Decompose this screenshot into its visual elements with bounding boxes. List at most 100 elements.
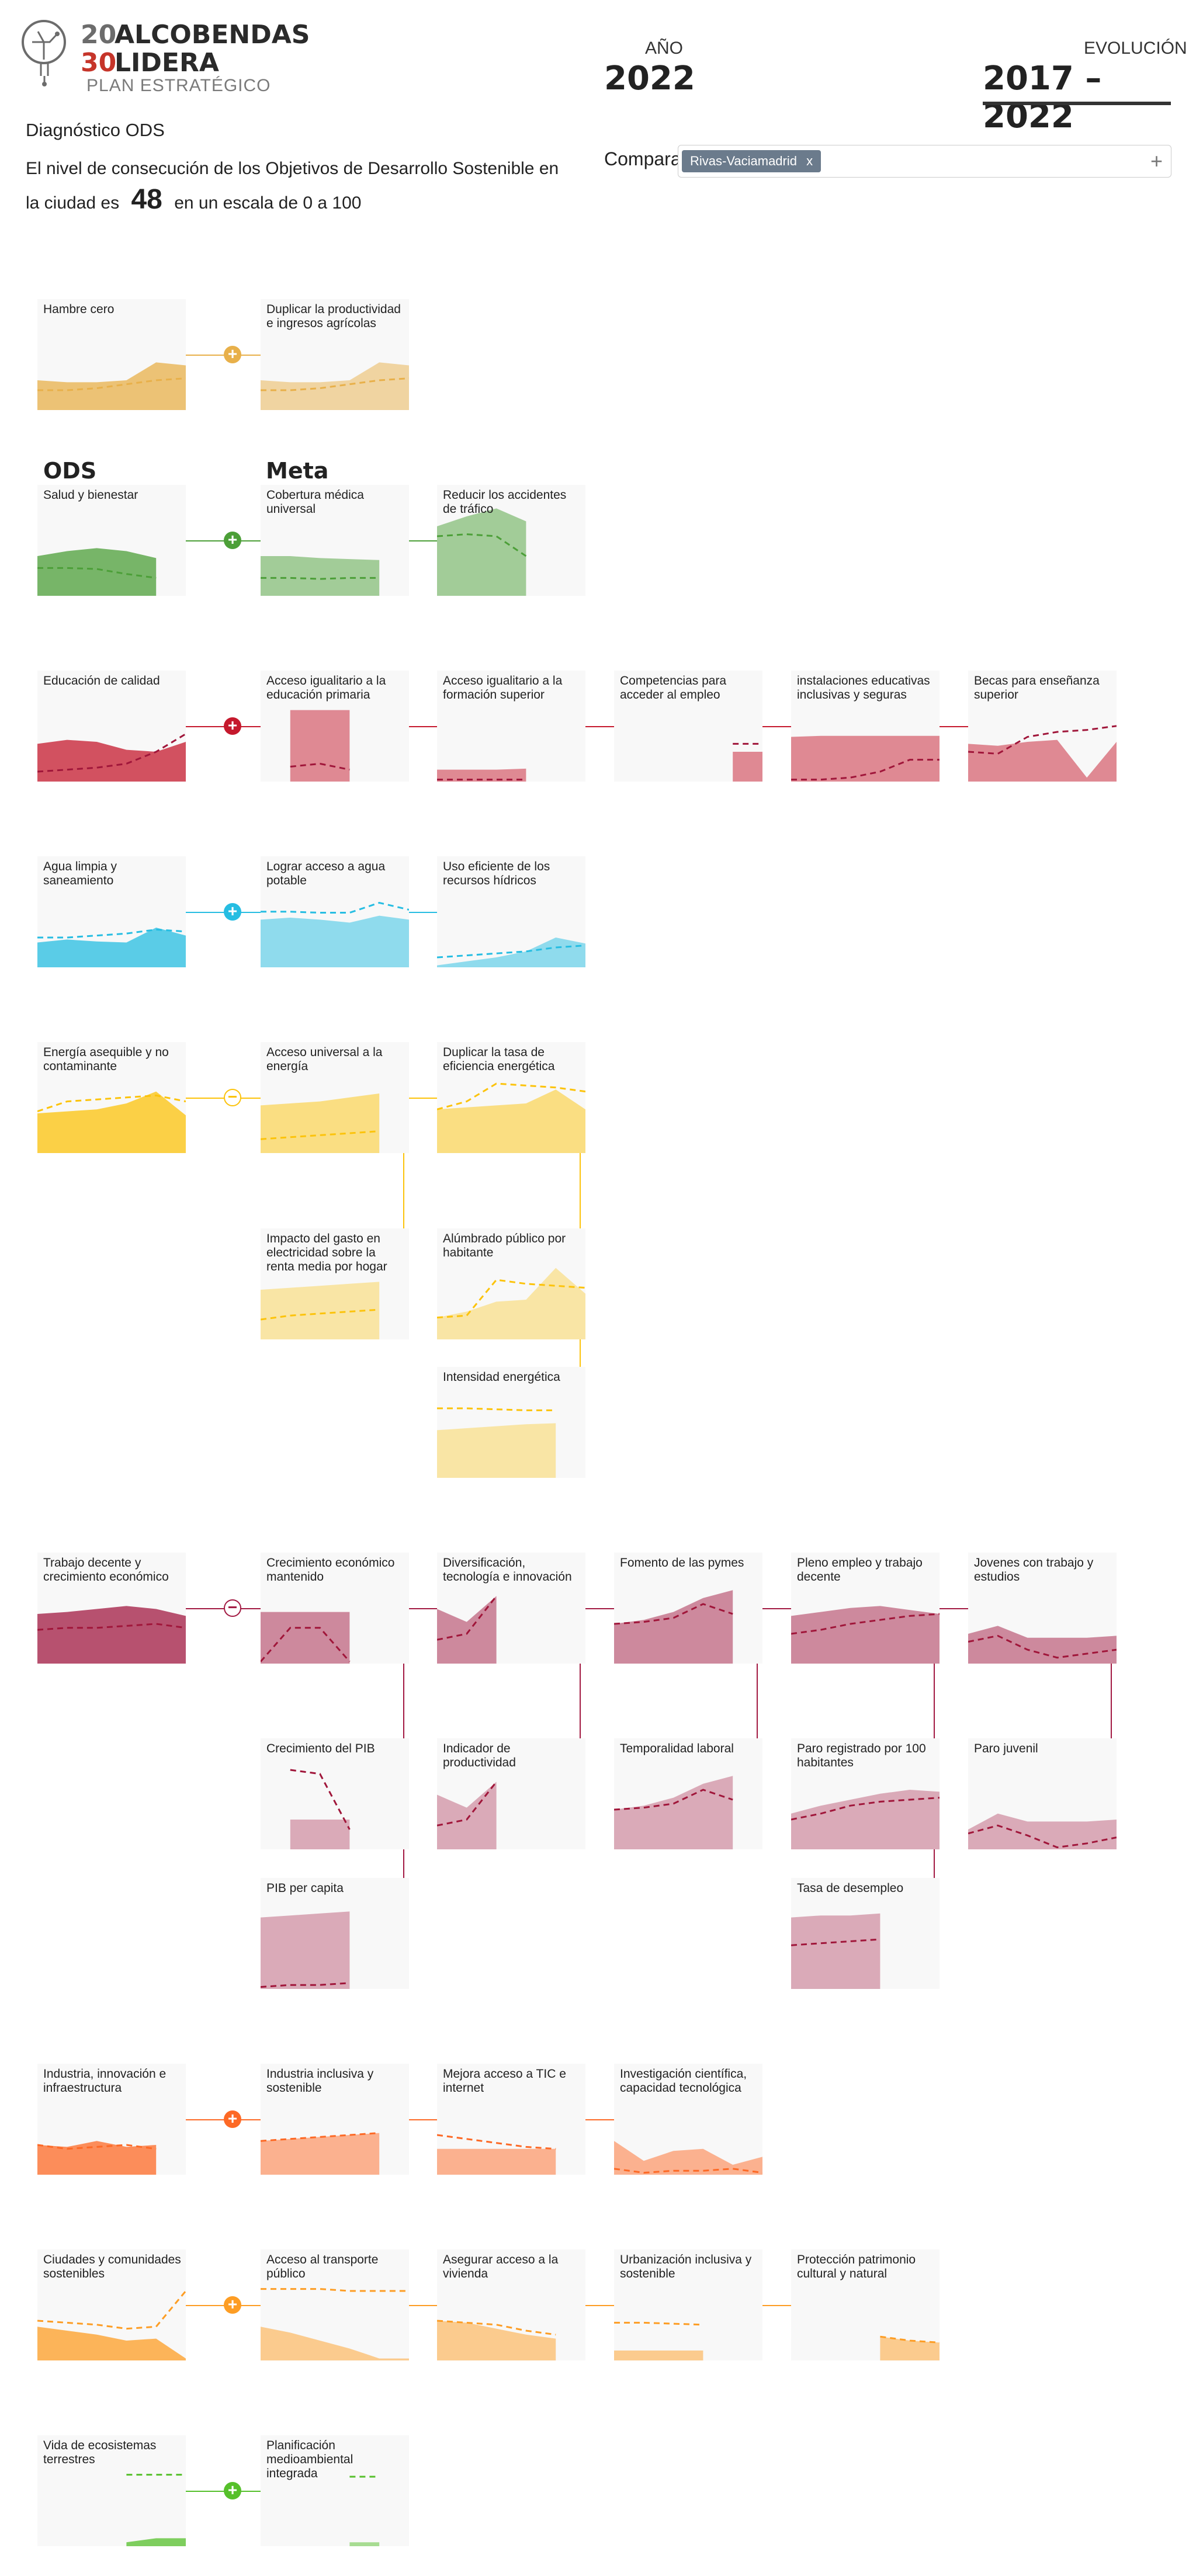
area-proteccion-patrimonio <box>880 2337 940 2360</box>
panel-title: PIB per capita <box>266 1881 344 1895</box>
panel-alumbrado-publico[interactable]: Alúmbrado público por habitante <box>437 1228 585 1339</box>
compare-line-fomento-pymes <box>614 1603 733 1625</box>
chart-acceso-energia <box>261 1093 380 1153</box>
panel-title: Acceso al transporte público <box>266 2253 379 2280</box>
panel-paro-registrado[interactable]: Paro registrado por 100 habitantes <box>791 1738 940 1849</box>
panel-indicador-productividad[interactable]: Indicador de productividad <box>437 1738 585 1849</box>
panel-uso-eficiente-agua[interactable]: Uso eficiente de los recursos hídricos <box>437 856 585 967</box>
compare-line-ciudades-sostenibles <box>37 2290 186 2330</box>
panel-title: Urbanización inclusiva y sostenible <box>620 2253 752 2280</box>
expand-salud-icon[interactable]: + <box>224 532 241 549</box>
chart-duplicar-productividad <box>261 362 409 410</box>
compare-chip[interactable]: Rivas-Vaciamadrid x <box>682 150 821 172</box>
panel-vida-ecosistemas[interactable]: Vida de ecosistemas terrestres <box>37 2435 186 2546</box>
panel-impacto-gasto[interactable]: Impacto del gasto en electricidad sobre … <box>261 1228 409 1339</box>
connector-vline-trabajo <box>580 1664 581 1756</box>
evolution-underline <box>983 102 1171 105</box>
panel-proteccion-patrimonio[interactable]: Protección patrimonio cultural y natural <box>791 2249 940 2360</box>
compare-add-icon[interactable]: + <box>1150 149 1163 173</box>
panel-title: Paro juvenil <box>974 1742 1038 1755</box>
panel-instalaciones-educativas[interactable]: instalaciones educativas inclusivas y se… <box>791 671 940 782</box>
panel-reducir-accidentes[interactable]: Reducir los accidentes de tráfico <box>437 485 585 596</box>
panel-temporalidad-laboral[interactable]: Temporalidad laboral <box>614 1738 762 1849</box>
panel-acceso-transporte[interactable]: Acceso al transporte público <box>261 2249 409 2360</box>
expand-industria-icon[interactable]: + <box>224 2110 241 2128</box>
panel-industria-inclusiva[interactable]: Industria inclusiva y sostenible <box>261 2064 409 2175</box>
panel-pib-per-capita[interactable]: PIB per capita <box>261 1878 409 1989</box>
expand-hambre-icon[interactable]: + <box>224 346 241 363</box>
panel-crecimiento-economico[interactable]: Crecimiento económico mantenido <box>261 1553 409 1664</box>
area-acceso-superior <box>437 768 526 782</box>
chart-acceso-superior <box>437 768 526 782</box>
panel-crecimiento-pib[interactable]: Crecimiento del PIB <box>261 1738 409 1849</box>
panel-salud-bienestar[interactable]: Salud y bienestar <box>37 485 186 596</box>
panel-intensidad-energetica[interactable]: Intensidad energética <box>437 1367 585 1478</box>
collapse-energia-icon[interactable]: − <box>224 1089 241 1106</box>
panel-acceso-agua[interactable]: Lograr acceso a agua potable <box>261 856 409 967</box>
area-agua-limpia <box>37 928 186 967</box>
panel-cobertura-medica[interactable]: Cobertura médica universal <box>261 485 409 596</box>
compare-line-urbanizacion-inclusiva <box>614 2321 703 2326</box>
evolution-label: EVOLUCIÓN <box>1084 39 1187 58</box>
panel-urbanizacion-inclusiva[interactable]: Urbanización inclusiva y sostenible <box>614 2249 762 2360</box>
panel-planificacion-medioambiental[interactable]: Planificación medioambiental integrada <box>261 2435 409 2546</box>
area-instalaciones-educativas <box>791 735 940 782</box>
panel-duplicar-productividad[interactable]: Duplicar la productividad e ingresos agr… <box>261 299 409 410</box>
panel-duplicar-eficiencia[interactable]: Duplicar la tasa de eficiencia energétic… <box>437 1042 585 1153</box>
panel-jovenes-trabajo[interactable]: Jovenes con trabajo y estudios <box>968 1553 1117 1664</box>
panel-energia-asequible[interactable]: Energía asequible y no contaminante <box>37 1042 186 1153</box>
expand-educacion-icon[interactable]: + <box>224 717 241 735</box>
panel-agua-limpia[interactable]: Agua limpia y saneamiento <box>37 856 186 967</box>
logo-number-bottom: 30 <box>81 48 117 78</box>
expand-agua-icon[interactable]: + <box>224 903 241 921</box>
panel-title: Cobertura médica universal <box>266 488 364 516</box>
chart-uso-eficiente-agua <box>437 938 585 967</box>
panel-pleno-empleo[interactable]: Pleno empleo y trabajo decente <box>791 1553 940 1664</box>
panel-educacion-calidad[interactable]: Educación de calidad <box>37 671 186 782</box>
area-fomento-pymes <box>614 1590 733 1664</box>
chart-reducir-accidentes <box>437 508 527 596</box>
collapse-trabajo-icon[interactable]: − <box>224 1599 241 1617</box>
column-label-meta: Meta <box>266 458 329 484</box>
diagnosis-text-before: El nivel de consecución de los Objetivos… <box>26 159 559 213</box>
chart-agua-limpia <box>37 928 186 967</box>
chart-proteccion-patrimonio <box>880 2335 940 2360</box>
area-reducir-accidentes <box>437 508 526 596</box>
chart-diversificacion <box>437 1595 497 1664</box>
panel-industria-innovacion[interactable]: Industria, innovación e infraestructura <box>37 2064 186 2175</box>
compare-line-hambre-cero <box>37 377 186 391</box>
chart-acceso-agua <box>261 901 409 967</box>
compare-chip-remove-icon[interactable]: x <box>806 154 813 168</box>
compare-line-pib-per-capita <box>261 1982 350 1988</box>
panel-title: Industria, innovación e infraestructura <box>43 2067 167 2095</box>
area-ciudades-sostenibles <box>37 2327 186 2360</box>
compare-line-agua-limpia <box>37 928 186 939</box>
panel-fomento-pymes[interactable]: Fomento de las pymes <box>614 1553 762 1664</box>
expand-vida-icon[interactable]: + <box>224 2482 241 2499</box>
connector-vline-trabajo <box>1111 1664 1112 1756</box>
panel-competencias-empleo[interactable]: Competencias para acceder al empleo <box>614 671 762 782</box>
panel-acceso-energia[interactable]: Acceso universal a la energía <box>261 1042 409 1153</box>
panel-ciudades-sostenibles[interactable]: Ciudades y comunidades sostenibles <box>37 2249 186 2360</box>
panel-title: Duplicar la productividad e ingresos agr… <box>266 303 401 330</box>
panel-acceso-vivienda[interactable]: Asegurar acceso a la vivienda <box>437 2249 585 2360</box>
chart-acceso-vivienda <box>437 2320 556 2360</box>
panel-tasa-desempleo[interactable]: Tasa de desempleo <box>791 1878 940 1989</box>
panel-acceso-superior[interactable]: Acceso igualitario a la formación superi… <box>437 671 585 782</box>
compare-line-acceso-vivienda <box>437 2320 556 2336</box>
panel-mejora-tic[interactable]: Mejora acceso a TIC e internet <box>437 2064 585 2175</box>
panel-investigacion-cientifica[interactable]: Investigación científica, capacidad tecn… <box>614 2064 762 2175</box>
panel-title: Asegurar acceso a la vivienda <box>443 2253 559 2280</box>
panel-hambre-cero[interactable]: Hambre cero <box>37 299 186 410</box>
expand-ciudades-icon[interactable]: + <box>224 2296 241 2314</box>
evolution-value[interactable]: 2017 – 2022 <box>983 60 1102 136</box>
compare-select[interactable]: Rivas-Vaciamadrid x + <box>678 145 1171 178</box>
panel-acceso-primaria[interactable]: Acceso igualitario a la educación primar… <box>261 671 409 782</box>
panel-paro-juvenil[interactable]: Paro juvenil <box>968 1738 1117 1849</box>
panel-becas[interactable]: Becas para enseñanza superior <box>968 671 1117 782</box>
panel-diversificacion[interactable]: Diversificación, tecnología e innovación <box>437 1553 585 1664</box>
chart-industria-inclusiva <box>261 2132 380 2175</box>
chart-hambre-cero <box>37 362 186 410</box>
panel-trabajo-decente[interactable]: Trabajo decente y crecimiento económico <box>37 1553 186 1664</box>
year-value[interactable]: 2022 <box>604 60 695 98</box>
